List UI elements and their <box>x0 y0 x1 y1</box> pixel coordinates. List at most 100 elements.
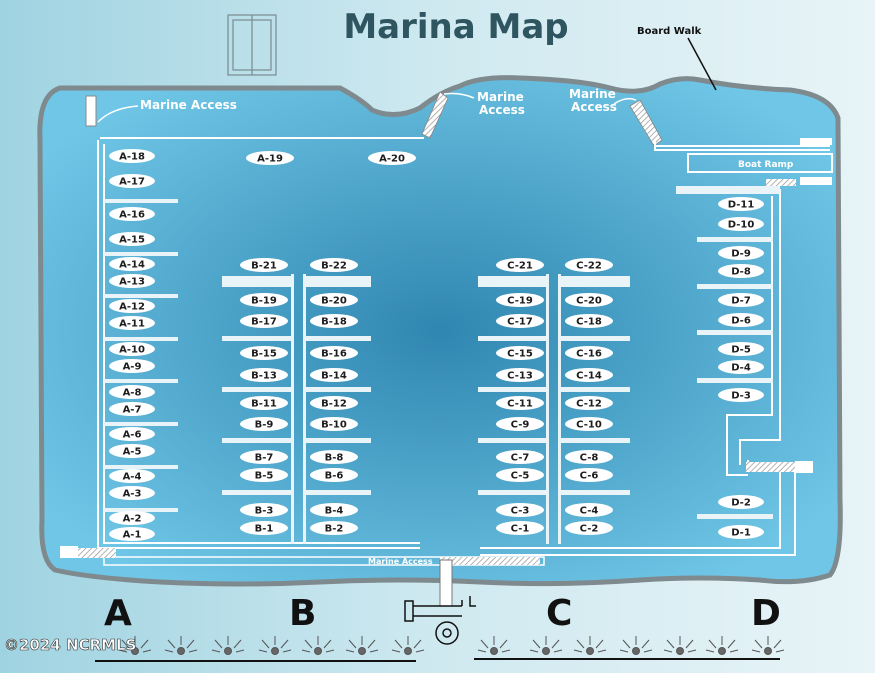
slip-label: A-15 <box>119 235 145 246</box>
boat-ramp-box <box>687 153 833 173</box>
slip-marker <box>496 450 544 464</box>
slip-marker <box>718 264 764 278</box>
slip-label: B-10 <box>321 420 347 431</box>
slip[interactable]: A-6 <box>109 427 155 441</box>
slip[interactable]: D-6 <box>718 313 764 327</box>
slip[interactable]: B-2 <box>310 521 358 535</box>
slip-label: C-6 <box>580 471 599 482</box>
slip[interactable]: B-19 <box>240 293 288 307</box>
slip[interactable]: B-18 <box>310 314 358 328</box>
slip[interactable]: C-21 <box>496 258 544 272</box>
slip-marker <box>109 427 155 441</box>
slip-label: D-2 <box>731 498 751 509</box>
slip[interactable]: D-5 <box>718 342 764 356</box>
slip[interactable]: C-11 <box>496 396 544 410</box>
slip[interactable]: C-1 <box>496 521 544 535</box>
slip-label: C-13 <box>507 371 533 382</box>
slip[interactable]: C-19 <box>496 293 544 307</box>
slip[interactable]: C-17 <box>496 314 544 328</box>
slip[interactable]: C-6 <box>565 468 613 482</box>
slip[interactable]: D-8 <box>718 264 764 278</box>
slip[interactable]: A-14 <box>109 257 155 271</box>
slip[interactable]: A-4 <box>109 469 155 483</box>
slip[interactable]: A-15 <box>109 232 155 246</box>
slip[interactable]: B-20 <box>310 293 358 307</box>
slip-marker <box>310 293 358 307</box>
slip[interactable]: A-10 <box>109 342 155 356</box>
slip[interactable]: B-3 <box>240 503 288 517</box>
slip[interactable]: D-2 <box>718 495 764 509</box>
slip[interactable]: B-7 <box>240 450 288 464</box>
slip[interactable]: D-11 <box>718 197 764 211</box>
slip-label: C-1 <box>511 524 530 535</box>
slip[interactable]: A-18 <box>109 149 155 163</box>
slip[interactable]: C-22 <box>565 258 613 272</box>
slip[interactable]: D-4 <box>718 360 764 374</box>
slip[interactable]: A-13 <box>109 274 155 288</box>
slip[interactable]: D-7 <box>718 293 764 307</box>
slip[interactable]: B-5 <box>240 468 288 482</box>
slip[interactable]: B-16 <box>310 346 358 360</box>
slip[interactable]: D-10 <box>718 217 764 231</box>
slip[interactable]: D-3 <box>718 388 764 402</box>
slip[interactable]: B-11 <box>240 396 288 410</box>
slip[interactable]: A-7 <box>109 402 155 416</box>
slip[interactable]: C-3 <box>496 503 544 517</box>
marine-access-mid-label-2: Access <box>479 103 525 117</box>
slip-marker <box>310 417 358 431</box>
slip[interactable]: C-18 <box>565 314 613 328</box>
board-walk-label: Board Walk <box>637 26 702 37</box>
slip[interactable]: C-8 <box>565 450 613 464</box>
slip-label: B-19 <box>251 296 277 307</box>
slip[interactable]: A-2 <box>109 511 155 525</box>
slip[interactable]: A-11 <box>109 316 155 330</box>
slip[interactable]: A-3 <box>109 486 155 500</box>
slip[interactable]: D-9 <box>718 246 764 260</box>
a-dock-finger <box>104 294 178 298</box>
slip[interactable]: B-15 <box>240 346 288 360</box>
slip-label: A-14 <box>119 260 145 271</box>
slip[interactable]: A-1 <box>109 527 155 541</box>
slip-label: C-20 <box>576 296 602 307</box>
slip[interactable]: B-8 <box>310 450 358 464</box>
slip[interactable]: B-10 <box>310 417 358 431</box>
slip[interactable]: A-19 <box>246 151 294 165</box>
slip[interactable]: B-12 <box>310 396 358 410</box>
slip[interactable]: A-12 <box>109 299 155 313</box>
slip[interactable]: C-9 <box>496 417 544 431</box>
slip[interactable]: A-5 <box>109 444 155 458</box>
slip-marker <box>240 293 288 307</box>
slip[interactable]: B-17 <box>240 314 288 328</box>
slip[interactable]: C-2 <box>565 521 613 535</box>
slip[interactable]: C-16 <box>565 346 613 360</box>
slip[interactable]: C-15 <box>496 346 544 360</box>
slip[interactable]: A-16 <box>109 207 155 221</box>
slip[interactable]: A-8 <box>109 385 155 399</box>
slip[interactable]: B-21 <box>240 258 288 272</box>
slip[interactable]: B-14 <box>310 368 358 382</box>
dock-letter-a: A <box>104 593 132 634</box>
slip[interactable]: C-12 <box>565 396 613 410</box>
slip[interactable]: A-9 <box>109 359 155 373</box>
slip[interactable]: C-7 <box>496 450 544 464</box>
slip[interactable]: B-22 <box>310 258 358 272</box>
slip[interactable]: C-5 <box>496 468 544 482</box>
slip[interactable]: B-4 <box>310 503 358 517</box>
slip[interactable]: D-1 <box>718 525 764 539</box>
slip[interactable]: B-1 <box>240 521 288 535</box>
slip-label: B-6 <box>325 471 344 482</box>
light-fixtures <box>118 636 785 655</box>
slip-marker <box>310 368 358 382</box>
slip[interactable]: C-4 <box>565 503 613 517</box>
slips[interactable]: A-18A-17A-16A-15A-14A-13A-12A-11A-10A-9A… <box>109 149 764 541</box>
slip[interactable]: A-20 <box>368 151 416 165</box>
slip[interactable]: A-17 <box>109 174 155 188</box>
slip[interactable]: C-13 <box>496 368 544 382</box>
slip[interactable]: C-14 <box>565 368 613 382</box>
slip[interactable]: B-13 <box>240 368 288 382</box>
slip[interactable]: C-20 <box>565 293 613 307</box>
slip[interactable]: B-9 <box>240 417 288 431</box>
slip[interactable]: B-6 <box>310 468 358 482</box>
slip-label: B-13 <box>251 371 277 382</box>
slip[interactable]: C-10 <box>565 417 613 431</box>
